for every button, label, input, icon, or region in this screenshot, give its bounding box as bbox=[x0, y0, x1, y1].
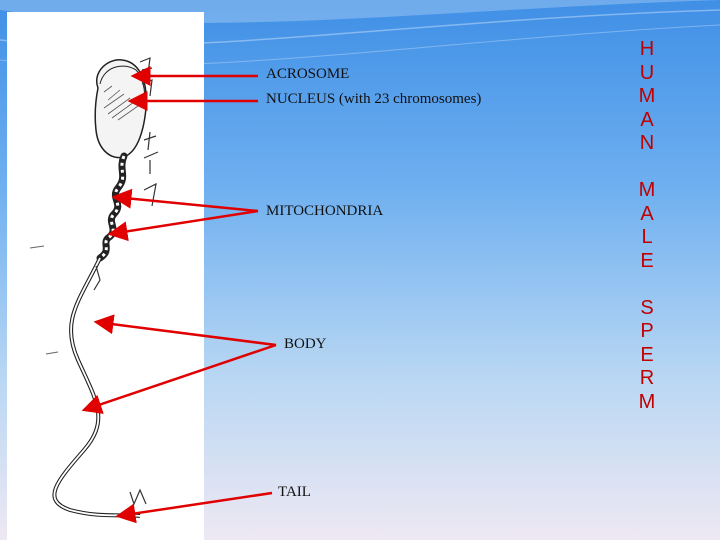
sperm-tail bbox=[52, 257, 141, 518]
arrows bbox=[81, 66, 277, 524]
arrow-mitochondria-upper bbox=[111, 188, 259, 213]
title-letter: N bbox=[639, 132, 655, 154]
arrow-body-lower bbox=[81, 343, 277, 414]
title-letter: E bbox=[640, 343, 654, 366]
title-letter: E bbox=[640, 249, 654, 272]
sperm-midpiece bbox=[96, 152, 128, 262]
sperm-head bbox=[94, 59, 148, 159]
title-letter: A bbox=[640, 202, 654, 225]
panel-tick-marks bbox=[29, 245, 59, 355]
label-nucleus: NUCLEUS (with 23 chromosomes) bbox=[266, 91, 482, 107]
label-acrosome: ACROSOME bbox=[266, 66, 350, 82]
arrow-tail bbox=[115, 491, 273, 524]
title-letter: M bbox=[638, 390, 656, 413]
vertical-title: H U M A N M A L E S P E R M bbox=[622, 38, 672, 414]
title-letter: P bbox=[640, 320, 654, 342]
label-tail: TAIL bbox=[278, 484, 311, 500]
title-letter: R bbox=[639, 367, 655, 389]
arrow-mitochondria-lower bbox=[107, 209, 259, 242]
label-body: BODY bbox=[284, 336, 327, 352]
label-mitochondria: MITOCHONDRIA bbox=[266, 203, 384, 219]
title-spacer bbox=[622, 273, 672, 297]
title-letter: M bbox=[638, 179, 656, 201]
title-letter: M bbox=[638, 85, 656, 107]
title-letter: L bbox=[641, 226, 653, 248]
title-letter: A bbox=[640, 108, 654, 131]
arrow-body-upper bbox=[93, 314, 277, 347]
title-letter: U bbox=[639, 61, 655, 84]
title-letter: H bbox=[639, 38, 655, 60]
title-letter: S bbox=[640, 296, 654, 319]
title-spacer bbox=[622, 156, 672, 180]
